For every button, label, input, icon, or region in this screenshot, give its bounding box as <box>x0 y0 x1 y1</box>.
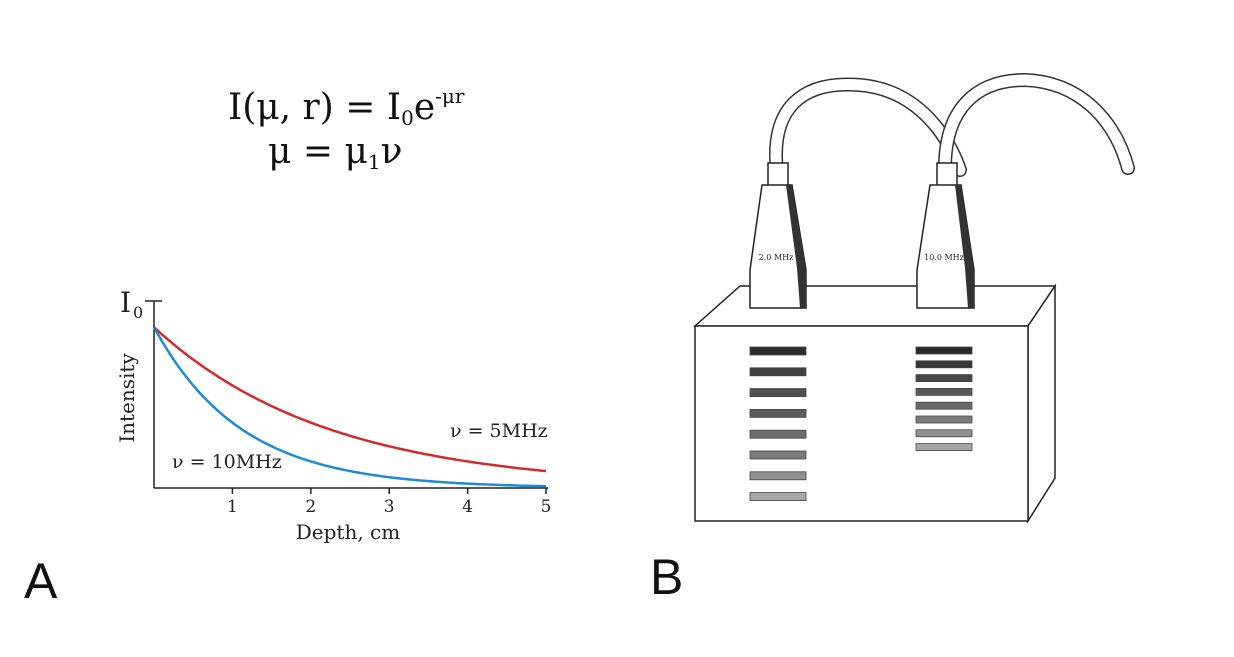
probe-right-neck <box>936 162 958 188</box>
intensity-bar <box>915 387 973 396</box>
probe-right-label: 10.0 MHz <box>924 253 964 262</box>
intensity-bar <box>915 443 973 452</box>
machine-front <box>694 325 1029 522</box>
x-tick-label: 5 <box>541 497 552 517</box>
y-tick-label-main: I <box>120 286 131 319</box>
series-lines <box>152 326 547 488</box>
intensity-bars-right <box>915 346 973 452</box>
intensity-bars-left <box>749 346 807 502</box>
ultrasound-machine <box>693 283 1057 524</box>
probe-left-shade <box>786 185 806 308</box>
intensity-bar <box>915 360 973 369</box>
x-axis-label: Depth, cm <box>296 520 401 544</box>
panel-label-a: A <box>24 553 58 609</box>
intensity-bar <box>915 346 973 355</box>
intensity-bar <box>749 388 807 398</box>
probe-left: 2.0 MHz <box>749 162 807 309</box>
probe-left-neck <box>767 162 789 188</box>
y-tick-label-i0: I 0 <box>120 286 143 322</box>
x-ticks: 1 2 3 4 5 <box>227 488 551 517</box>
equation-mu: μ = μ1ν <box>268 131 403 174</box>
probe-left-label: 2.0 MHz <box>759 253 794 262</box>
panel-label-b: B <box>650 549 684 605</box>
x-tick-label: 3 <box>384 497 395 517</box>
intensity-bar <box>915 429 973 438</box>
intensity-bar <box>749 408 807 418</box>
series-label-5mhz: ν = 5MHz <box>450 420 548 442</box>
probe-right-shade <box>955 185 974 308</box>
machine-top <box>693 285 1057 327</box>
y-tick-label-sub: 0 <box>133 303 143 322</box>
x-tick-label: 1 <box>227 497 238 517</box>
cable-left <box>770 78 966 178</box>
intensity-bar <box>915 374 973 383</box>
intensity-bar <box>915 401 973 410</box>
intensity-bar <box>749 367 807 377</box>
intensity-bar <box>749 450 807 460</box>
machine-side <box>1027 283 1056 524</box>
probe-right: 10.0 MHz <box>916 162 975 309</box>
x-tick-label: 2 <box>305 497 316 517</box>
intensity-bar <box>749 492 807 502</box>
series-line-0 <box>153 326 547 473</box>
series-line-1 <box>152 326 547 488</box>
x-tick-label: 4 <box>462 497 473 517</box>
series-label-10mhz: ν = 10MHz <box>172 451 282 473</box>
cable-right <box>939 74 1134 174</box>
y-axis-label: Intensity <box>115 353 139 443</box>
intensity-bar <box>749 471 807 481</box>
intensity-bar <box>915 415 973 424</box>
intensity-bar <box>749 429 807 439</box>
intensity-bar <box>749 346 807 356</box>
equation-intensity: I(μ, r) = I0e-μr <box>228 84 465 130</box>
